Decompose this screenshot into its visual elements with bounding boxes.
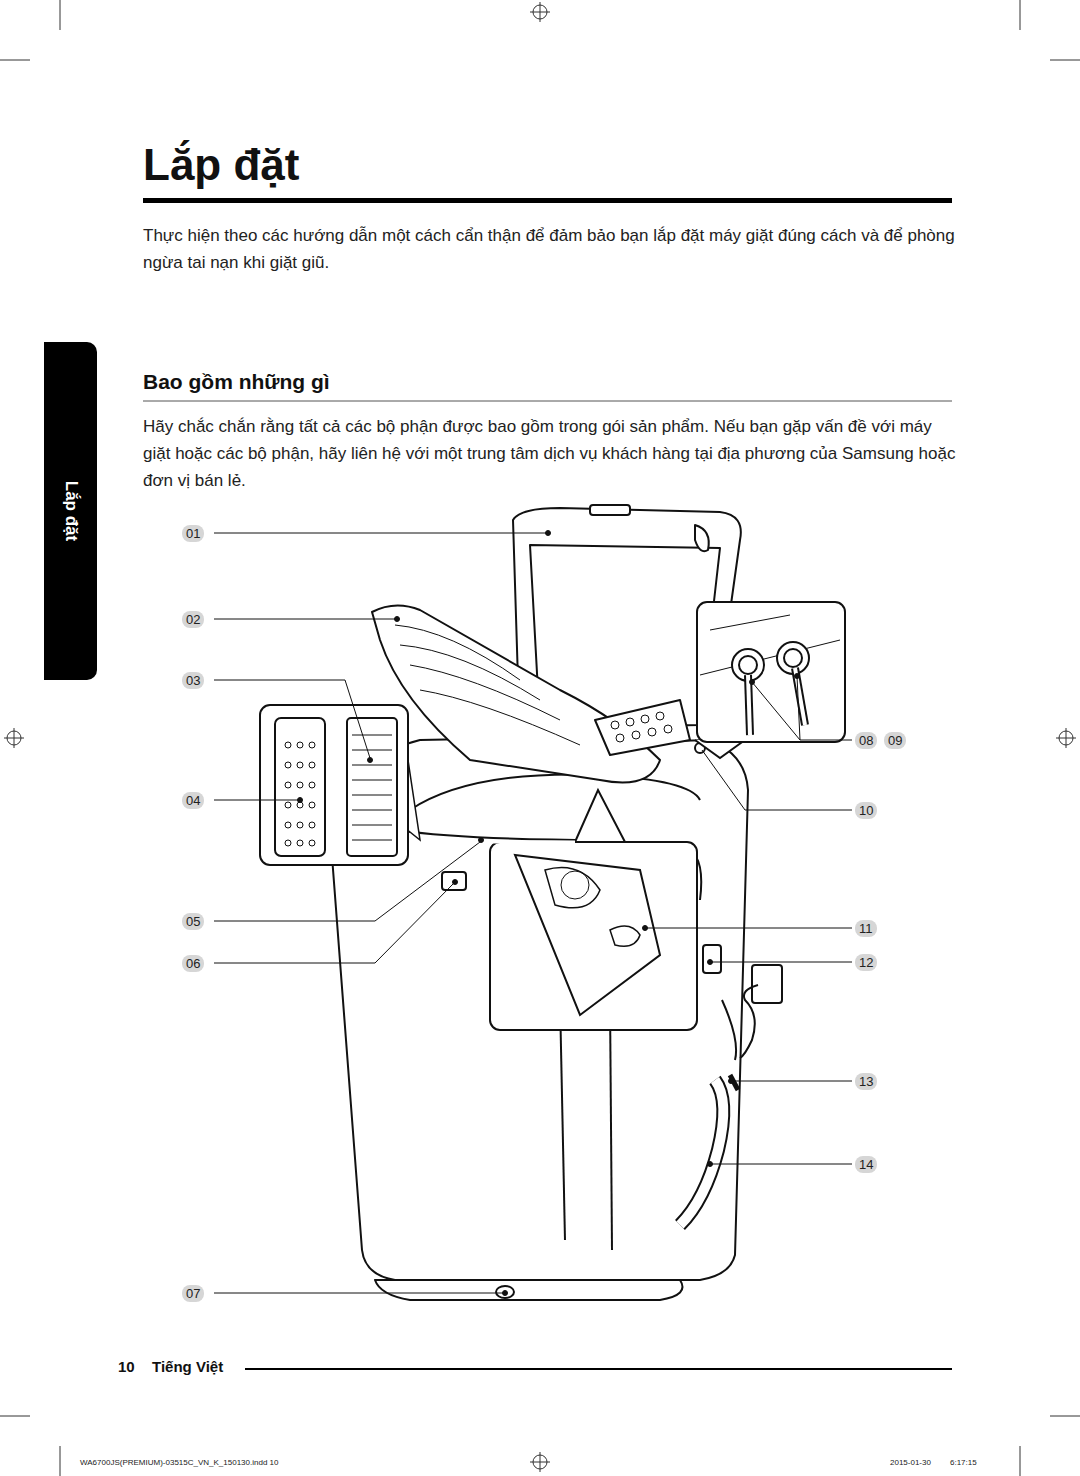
print-slug: WA6700JS(PREMIUM)-03515C_VN_K_150130.ind…	[80, 1458, 278, 1467]
intro-text: Thực hiện theo các hướng dẫn một cách cẩ…	[143, 222, 958, 276]
callout-number: 12	[855, 954, 877, 971]
callout-number: 03	[182, 672, 204, 689]
callout-number: 04	[182, 792, 204, 809]
callout-number: 10	[855, 802, 877, 819]
language-label: Tiếng Việt	[152, 1358, 223, 1375]
page-title: Lắp đặt	[143, 140, 299, 190]
callout-number: 06	[182, 955, 204, 972]
callout-number: 14	[855, 1156, 877, 1173]
side-tab: Lắp đặt	[44, 342, 97, 680]
callout-number: 11	[855, 920, 877, 937]
section-heading: Bao gồm những gì	[143, 370, 330, 394]
body-text: Hãy chắc chắn rằng tất cả các bộ phận đư…	[143, 413, 958, 494]
callout-number: 13	[855, 1073, 877, 1090]
tab-label: Lắp đặt	[61, 481, 81, 541]
callout-number: 09	[884, 732, 906, 749]
print-time: 6:17:15	[950, 1458, 977, 1467]
callout-number: 07	[182, 1285, 204, 1302]
callout-number: 02	[182, 611, 204, 628]
callout-number: 05	[182, 913, 204, 930]
print-date: 2015-01-30	[890, 1458, 931, 1467]
page-number: 10	[118, 1358, 135, 1375]
callout-number: 08	[855, 732, 877, 749]
callout-number: 01	[182, 525, 204, 542]
